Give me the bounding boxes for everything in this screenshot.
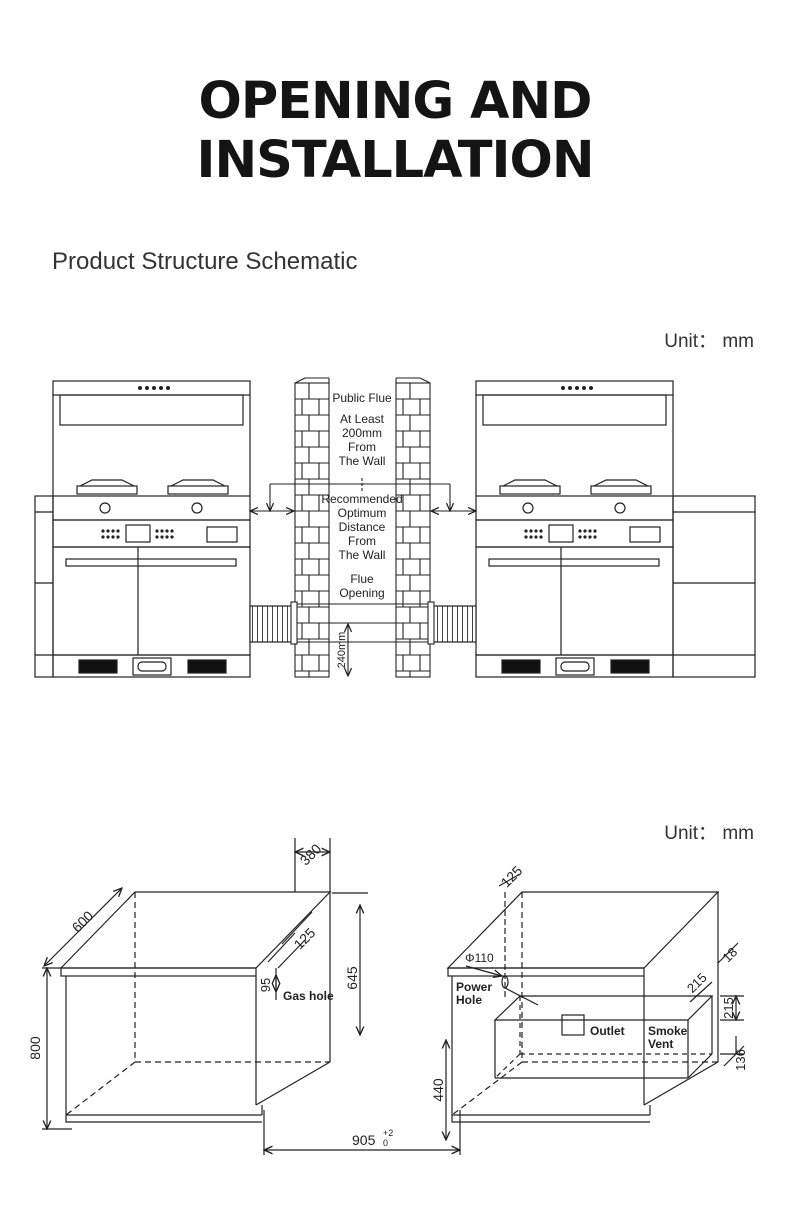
left-stove-unit [34, 380, 251, 678]
label-vent: Vent [648, 1037, 673, 1051]
dim-440: 440 [430, 1078, 446, 1102]
page-title: OPENING AND INSTALLATION [196, 72, 595, 190]
dim-18: 18 [719, 944, 740, 965]
dim-215-side: 215 [721, 997, 736, 1019]
unit-label-top: Unit： mm [664, 331, 754, 352]
flue-labels: Public Flue At Least 200mm From The Wall… [321, 391, 402, 600]
right-brick-wall [395, 377, 431, 678]
wall-distance-arrows [250, 478, 476, 511]
svg-text:Distance: Distance [339, 520, 386, 534]
left-cabinet-labels: 600 800 380 125 95 Gas hole 645 905 +2 0 [27, 840, 393, 1148]
label-smoke: Smoke [648, 1024, 688, 1038]
left-cabinet [42, 838, 460, 1155]
svg-text:At Least: At Least [340, 412, 385, 426]
label-gas-hole: Gas hole [283, 989, 334, 1003]
right-stove-unit [475, 380, 674, 678]
svg-text:Optimum: Optimum [338, 506, 387, 520]
label-public-flue: Public Flue [332, 391, 392, 405]
dim-125-right: 125 [498, 862, 526, 890]
dim-95: 95 [258, 978, 273, 992]
svg-text:Opening: Opening [339, 586, 384, 600]
right-side-counter [672, 495, 756, 678]
dim-905: 905 [352, 1132, 376, 1148]
svg-text:From: From [348, 440, 376, 454]
svg-text:Flue: Flue [350, 572, 374, 586]
dim-800: 800 [27, 1036, 43, 1060]
dim-905-tol-zero: 0 [383, 1138, 388, 1148]
dim-380: 380 [297, 840, 325, 868]
dim-600: 600 [69, 907, 97, 935]
svg-text:Recommended: Recommended [321, 492, 402, 506]
label-hole: Hole [456, 993, 482, 1007]
dim-645: 645 [344, 966, 360, 990]
svg-text:The Wall: The Wall [339, 454, 386, 468]
dim-136: 136 [733, 1049, 748, 1071]
dim-905-tol-plus: +2 [383, 1128, 393, 1138]
right-cabinet [446, 873, 745, 1140]
label-240mm: 240mm [336, 632, 348, 669]
unit-label-bottom: Unit： mm [664, 823, 754, 844]
section-subtitle: Product Structure Schematic [52, 248, 358, 275]
dim-215-top: 215 [684, 970, 710, 996]
label-power: Power [456, 980, 492, 994]
flue-opening-band [290, 601, 435, 645]
svg-text:200mm: 200mm [342, 426, 382, 440]
left-flue-duct [249, 605, 294, 643]
label-phi110: Φ110 [465, 951, 494, 965]
label-outlet: Outlet [590, 1024, 625, 1038]
left-brick-wall [294, 377, 330, 678]
svg-text:The Wall: The Wall [339, 548, 386, 562]
svg-text:From: From [348, 534, 376, 548]
right-flue-duct [430, 605, 477, 643]
